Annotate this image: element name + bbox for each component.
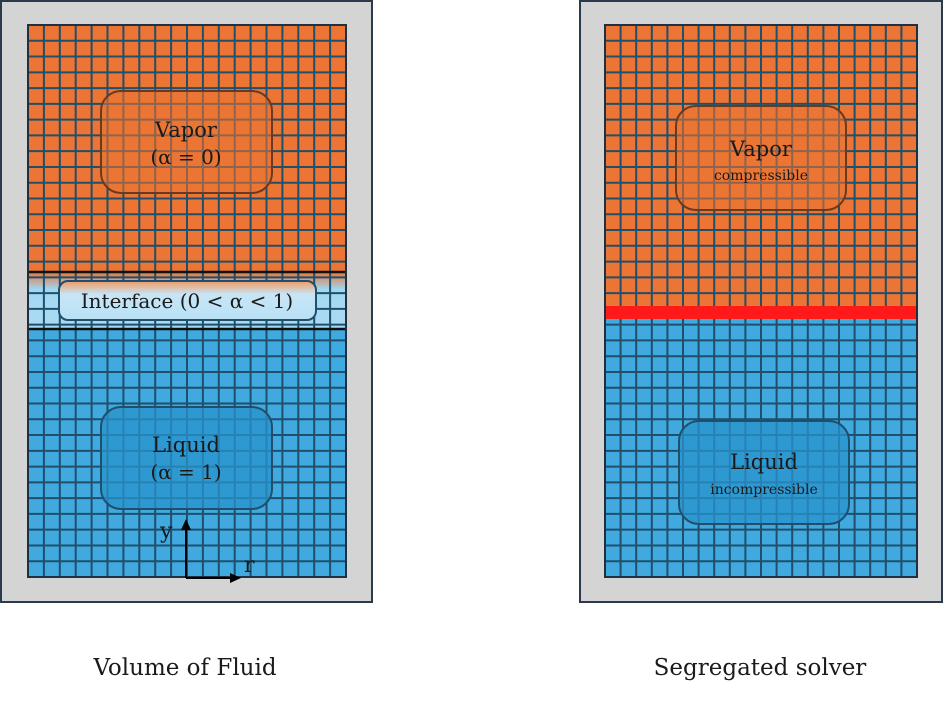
seg-domain-border	[604, 24, 918, 578]
vof-panel: Vapor (α = 0) Interface (0 < α < 1) Liqu…	[0, 0, 373, 603]
seg-sharp-interface	[605, 306, 917, 319]
axis-r-label: r	[244, 553, 255, 578]
vof-liquid-title: Liquid	[152, 433, 220, 457]
seg-liquid-title: Liquid	[730, 450, 798, 474]
vof-vapor-title: Vapor	[154, 118, 218, 142]
vof-caption: Volume of Fluid	[93, 655, 277, 681]
axis-y-label: y	[159, 519, 173, 544]
seg-vapor-box	[675, 105, 847, 211]
vof-interface-label: Interface (0 < α < 1)	[81, 289, 293, 313]
segregated-panel: Vapor compressible Liquid incompressible	[579, 0, 943, 603]
vof-liquid-box	[100, 406, 273, 510]
segregated-caption: Segregated solver	[653, 655, 867, 681]
vof-vapor-sub: (α = 0)	[150, 145, 221, 169]
vof-liquid-sub: (α = 1)	[150, 460, 221, 484]
axis-y-arrowhead	[181, 519, 191, 530]
seg-liquid-box	[678, 420, 850, 525]
seg-vapor-sub: compressible	[714, 168, 808, 184]
seg-liquid-sub: incompressible	[710, 482, 818, 498]
vof-vapor-box	[100, 90, 273, 194]
seg-vapor-title: Vapor	[729, 137, 793, 161]
vof-interface-box	[58, 280, 317, 321]
axis-r-arrowhead	[230, 573, 241, 583]
